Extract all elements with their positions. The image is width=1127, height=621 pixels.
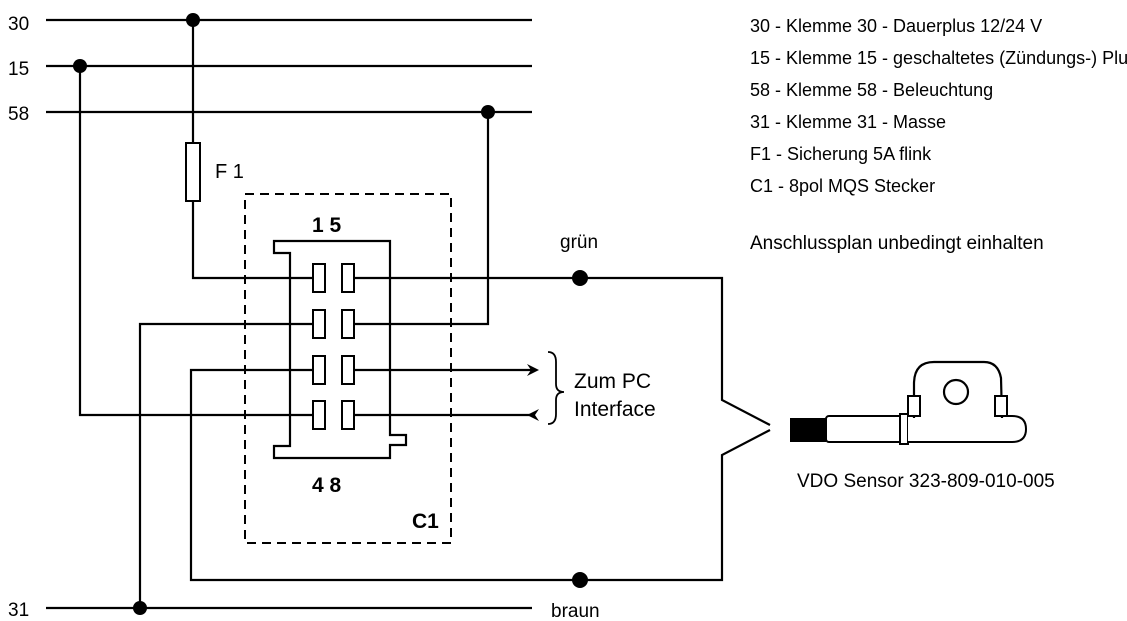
rail-label-15: 15 (8, 59, 29, 80)
pin-6 (341, 309, 355, 339)
wiring-note: Anschlussplan unbedingt einhalten (750, 233, 1044, 254)
connector-pins-top: 1 5 (312, 214, 342, 237)
wire-15-to-pin4 (78, 66, 318, 417)
wire-pin5-to-green (355, 276, 771, 426)
arrow-right-icon (527, 364, 539, 376)
pin-8 (341, 400, 355, 430)
legend-item: C1 - 8pol MQS Stecker (750, 176, 935, 196)
wire-label-brown: braun (551, 601, 600, 621)
pc-interface-line1: Zum PC (574, 370, 651, 393)
rail-label-58: 58 (8, 104, 29, 125)
junction-dot-brown (572, 572, 588, 588)
pin-1 (312, 263, 326, 293)
sensor-label: VDO Sensor 323-809-010-005 (797, 471, 1055, 492)
rail-label-31: 31 (8, 600, 29, 621)
wire-fuse-to-pin1 (191, 201, 318, 280)
rail-label-30: 30 (8, 14, 29, 35)
pin-5 (341, 263, 355, 293)
pin-4 (312, 400, 326, 430)
pin-2 (312, 309, 326, 339)
wire-label-green: grün (560, 232, 598, 253)
legend-item: 30 - Klemme 30 - Dauerplus 12/24 V (750, 16, 1042, 36)
fuse-f1 (185, 142, 201, 202)
pc-interface-line2: Interface (574, 398, 656, 421)
legend-item: F1 - Sicherung 5A flink (750, 144, 932, 164)
legend-item: 58 - Klemme 58 - Beleuchtung (750, 80, 993, 100)
connector-pins-bottom: 4 8 (312, 474, 342, 497)
connector-c1-outline (244, 193, 452, 544)
arrow-left-icon (527, 409, 539, 421)
brace-icon (547, 351, 565, 425)
wire-58-to-pin6 (355, 112, 490, 326)
wire-pin3-to-brown (189, 368, 771, 582)
legend-item: 31 - Klemme 31 - Masse (750, 112, 946, 132)
connector-housing (272, 239, 408, 460)
legend-item: 15 - Klemme 15 - geschaltetes (Zündungs-… (750, 48, 1127, 68)
wire-31-to-pin2 (138, 322, 318, 608)
pin-3 (312, 355, 326, 385)
fuse-label: F 1 (215, 161, 244, 183)
pin-7 (341, 355, 355, 385)
junction-dot-green (572, 270, 588, 286)
sensor-icon (790, 360, 1028, 445)
connector-name: C1 (412, 510, 439, 533)
